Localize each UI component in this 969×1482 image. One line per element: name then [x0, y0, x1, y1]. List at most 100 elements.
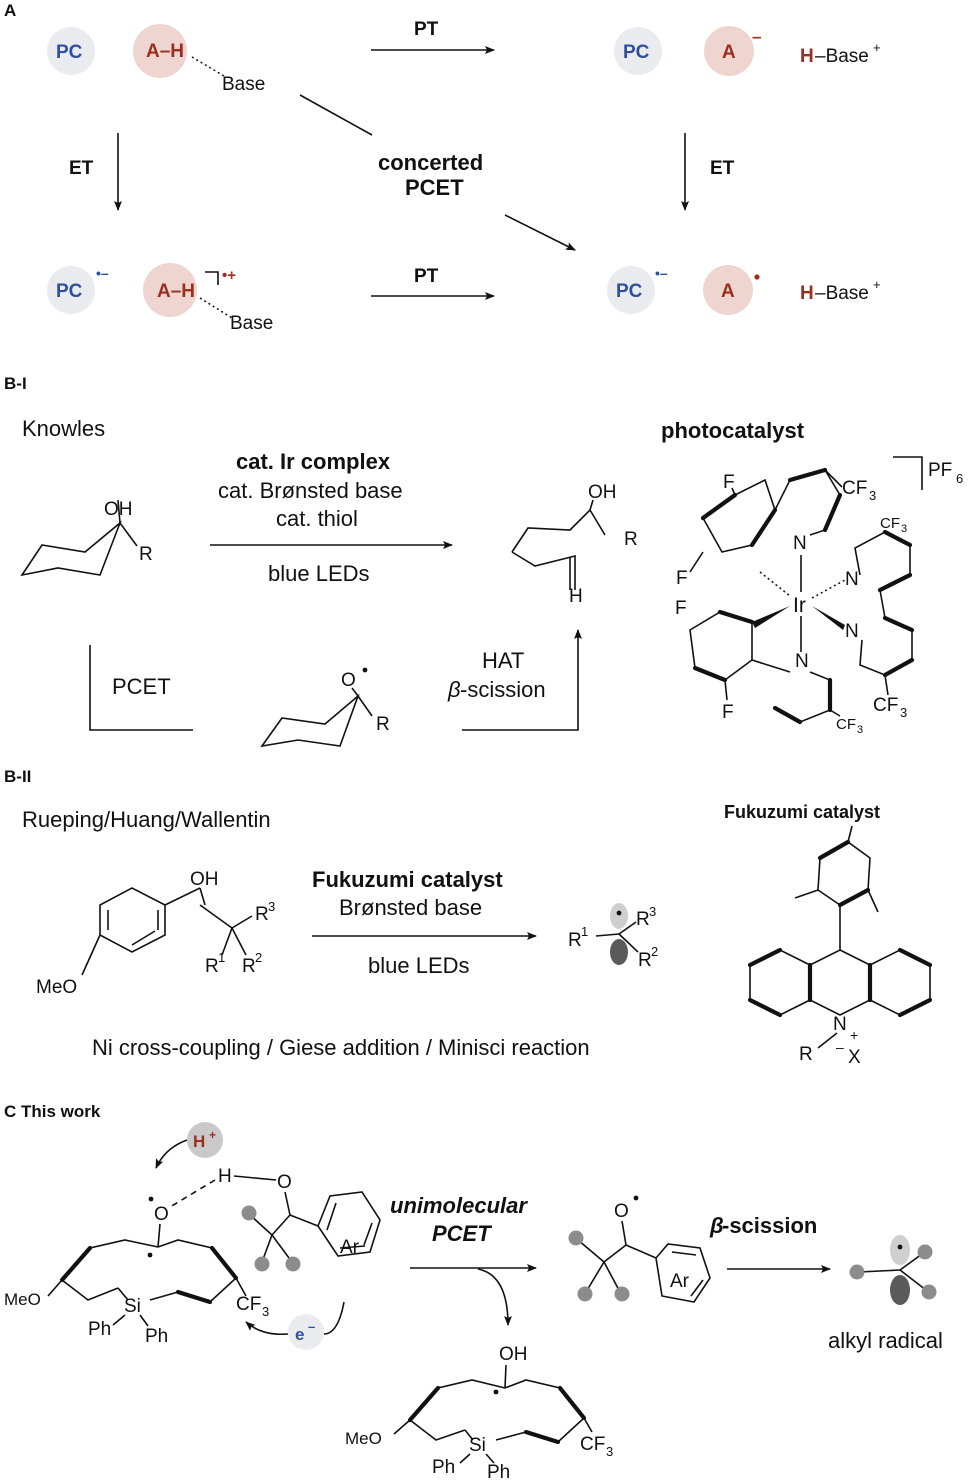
n-label: N	[845, 569, 859, 590]
ring-bold	[175, 1245, 239, 1305]
scission-label: -scission	[722, 1213, 817, 1238]
hbond-dash	[199, 297, 233, 319]
condition-base: cat. Brønsted base	[218, 478, 403, 503]
substituent-ball	[614, 1286, 630, 1302]
r3-label: R	[255, 904, 269, 925]
bond	[884, 674, 889, 696]
plus-sup: +	[873, 277, 881, 292]
ring-bold	[407, 1385, 441, 1423]
a-minus: –	[752, 27, 761, 46]
acridine-right-ring	[869, 949, 931, 1016]
bond	[621, 1220, 627, 1246]
electron-line	[323, 1301, 345, 1335]
o-label: O	[341, 670, 356, 691]
scission-label: -scission	[460, 677, 546, 702]
substituent-ball	[568, 1230, 584, 1246]
cyclohexane-chair	[20, 520, 122, 577]
alkyl-radical-label: alkyl radical	[828, 1328, 943, 1353]
a-label: A	[722, 42, 736, 63]
oh-bond	[233, 1175, 277, 1181]
bond	[459, 1453, 471, 1464]
hat-arrow	[462, 629, 582, 731]
bracket	[205, 271, 219, 285]
bond	[199, 887, 206, 906]
ring-bold	[877, 529, 913, 593]
ar-label: Ar	[670, 1271, 690, 1292]
ring-bold	[772, 677, 833, 725]
ah-circle	[143, 263, 197, 317]
bond	[221, 927, 233, 956]
ph-label: Ph	[432, 1457, 455, 1478]
bond	[824, 469, 843, 488]
aryl-ring-right	[504, 1379, 586, 1443]
beta-label: β	[709, 1213, 724, 1238]
sub-6: 6	[956, 471, 963, 486]
pc-circle	[614, 27, 662, 75]
substituent-ball	[254, 1256, 270, 1272]
wedge-bond	[752, 606, 790, 628]
fukuzumi-title: Fukuzumi catalyst	[724, 802, 880, 822]
substituent-ball	[849, 1264, 865, 1280]
oh-label: OH	[588, 482, 617, 503]
pf-label: PF	[928, 460, 952, 481]
bond	[603, 1244, 627, 1263]
f-label: F	[675, 598, 687, 619]
bond	[618, 933, 639, 953]
cf-label: CF	[580, 1434, 605, 1455]
pc-circle	[607, 266, 655, 314]
o-label: O	[614, 1201, 629, 1222]
byproduct-arrow	[477, 1268, 512, 1326]
radical-cation-mark: •+	[222, 267, 236, 284]
proton-circle	[187, 1122, 223, 1158]
meo-label: MeO	[4, 1290, 41, 1309]
hat-label: HAT	[482, 648, 524, 673]
bond	[393, 1419, 411, 1435]
pc-circle	[47, 27, 95, 75]
ph-label: Ph	[145, 1326, 168, 1347]
electron-circle	[288, 1314, 324, 1350]
p-orbital-upper	[610, 903, 628, 929]
aryl-ring-left	[408, 1379, 506, 1441]
si-label: Si	[469, 1435, 486, 1456]
panel-a-label: A	[4, 1, 16, 20]
a-circle	[703, 265, 753, 315]
meo-label: MeO	[345, 1429, 382, 1448]
condition-base: Brønsted base	[339, 895, 482, 920]
radical-anion-mark: •–	[96, 265, 109, 281]
bond	[589, 499, 594, 511]
bond	[357, 695, 373, 717]
n-label: N	[845, 621, 859, 642]
cf-label: CF	[842, 478, 867, 499]
f-label: F	[676, 568, 688, 589]
condition-ir: cat. Ir complex	[236, 449, 391, 474]
cf-label: CF	[836, 716, 856, 733]
meo-label: MeO	[36, 977, 77, 998]
panel-bi-label: B-I	[4, 374, 27, 393]
r-label: R	[799, 1044, 813, 1065]
pc-label: PC	[623, 42, 650, 63]
x-label: X	[848, 1047, 861, 1068]
bond	[117, 1287, 129, 1301]
o-label: O	[277, 1172, 292, 1193]
n-plus: +	[850, 1027, 858, 1043]
r2-label: R	[242, 956, 256, 977]
panel-c-label: C This work	[4, 1102, 101, 1121]
bond	[689, 551, 704, 573]
f-label: F	[723, 472, 735, 493]
a-circle	[704, 26, 754, 76]
p-orbital-lower	[610, 939, 628, 965]
pcet-label: PCET	[432, 1221, 492, 1246]
unimolecular-label: unimolecular	[390, 1193, 528, 1218]
difluorophenyl-ring	[701, 478, 776, 553]
alkoxy-radical-chair	[260, 693, 360, 748]
panel-c: C This work H + H O O MeO Si Ph Ph CF 3	[4, 1102, 943, 1482]
oh-label: OH	[104, 499, 133, 520]
bond	[899, 1269, 927, 1291]
bond	[149, 1291, 179, 1301]
ring-double-bonds	[107, 910, 159, 946]
ah-label: A–H	[146, 41, 184, 62]
bond	[47, 1279, 63, 1297]
pt-label-bottom: PT	[414, 266, 439, 287]
methyl	[867, 889, 879, 913]
